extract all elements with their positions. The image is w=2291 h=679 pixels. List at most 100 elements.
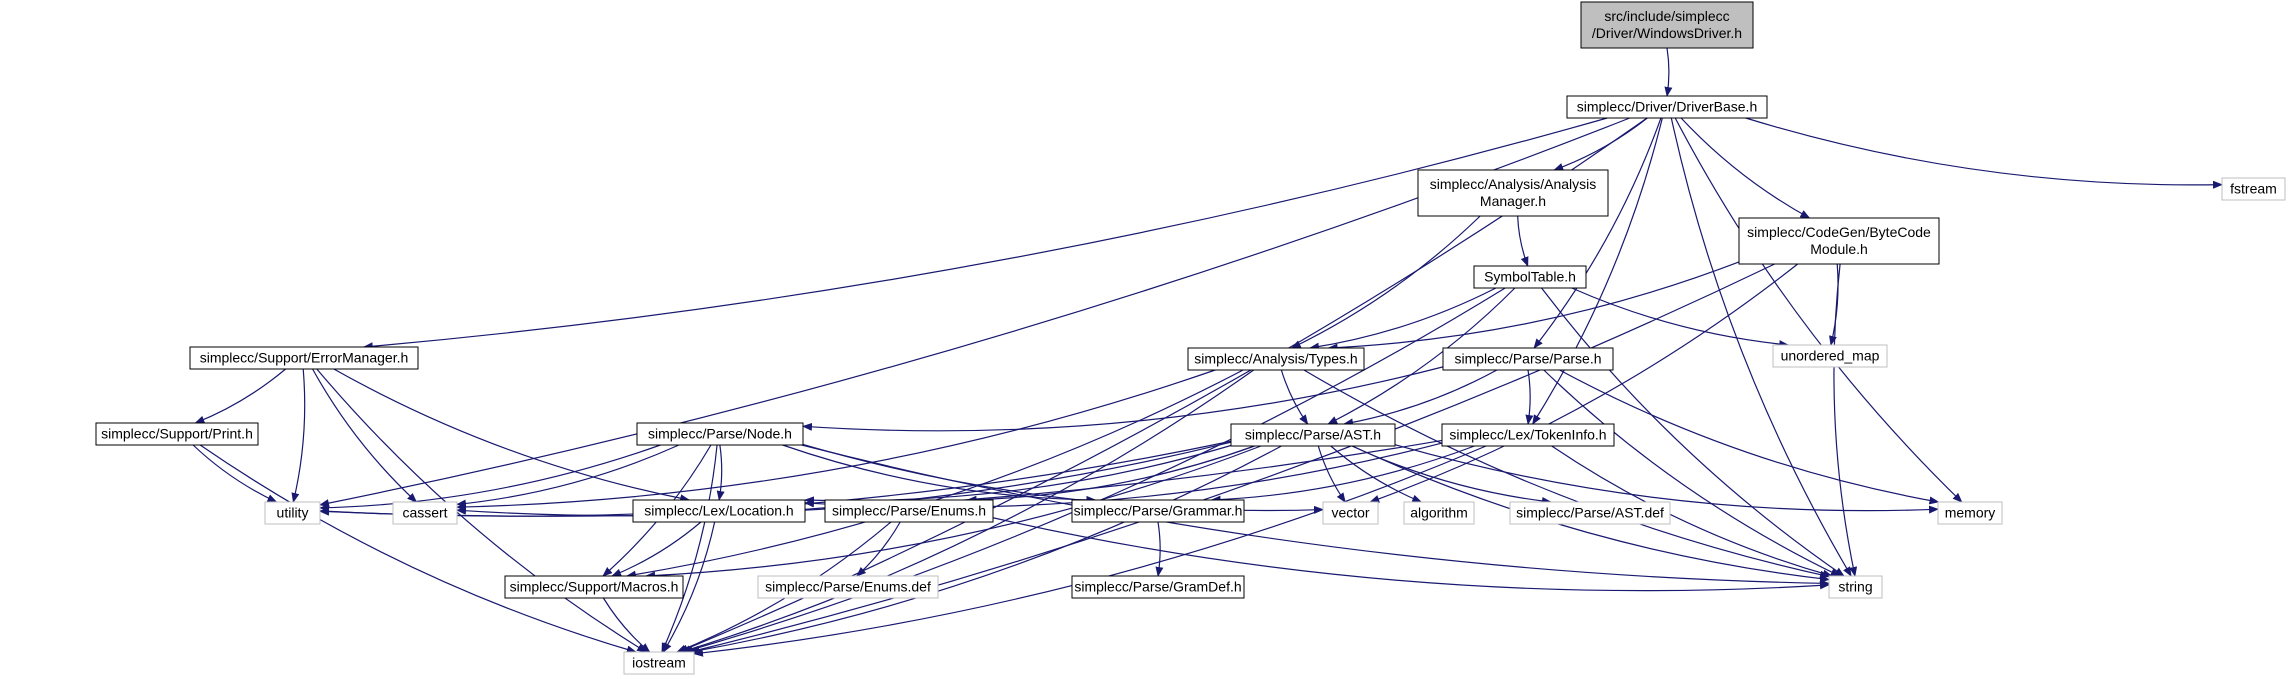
node-print[interactable]: simplecc/Support/Print.h [95, 422, 259, 446]
node-fstream: fstream [2221, 177, 2286, 201]
edge-errormgr-to-iostream [316, 368, 648, 653]
edge-parse-to-memory [1559, 369, 1940, 505]
node-label-driverbase-0: simplecc/Driver/DriverBase.h [1577, 99, 1757, 115]
edge-driverbase-to-fstream [1745, 117, 2223, 189]
node-string: string [1828, 575, 1883, 599]
node-box-algorithm [1403, 501, 1475, 525]
node-root[interactable]: src/include/simplecc/Driver/WindowsDrive… [1580, 1, 1754, 49]
edge-ast-to-macros [645, 445, 1262, 580]
node-label-location-0: simplecc/Lex/Location.h [644, 503, 793, 519]
node-vector: vector [1322, 501, 1379, 525]
edge-types-to-string [1303, 369, 1830, 579]
edge-node-to-iostream [661, 444, 718, 653]
edge-print-to-utility [192, 444, 278, 503]
edge-tokeninfo-to-iostream [693, 445, 1487, 657]
node-box-iostream [623, 651, 695, 675]
edge-driverbase-to-analysismgr [1553, 117, 1648, 171]
edge-node-to-cassert [456, 444, 680, 508]
edge-driverbase-to-parse [1533, 117, 1662, 349]
edge-symboltable-to-unordered_map [1571, 287, 1790, 349]
node-label-iostream-0: iostream [632, 655, 686, 671]
node-box-symboltable [1473, 265, 1587, 289]
node-box-bytecode [1738, 217, 1940, 265]
edge-ast-to-iostream [689, 445, 1282, 655]
node-location[interactable]: simplecc/Lex/Location.h [632, 499, 806, 523]
node-box-root [1580, 1, 1754, 49]
node-unordered_map: unordered_map [1772, 344, 1888, 368]
edge-driverbase-to-bytecode [1680, 117, 1811, 219]
node-symboltable[interactable]: SymbolTable.h [1473, 265, 1587, 289]
edge-enums-to-string [992, 517, 1830, 592]
node-label-astdef-0: simplecc/Parse/AST.def [1516, 505, 1664, 521]
node-node[interactable]: simplecc/Parse/Node.h [636, 422, 804, 446]
node-box-enumsdef [757, 575, 939, 599]
node-box-parse [1442, 347, 1614, 371]
node-label-utility-0: utility [277, 505, 309, 521]
node-label-ast-0: simplecc/Parse/AST.h [1245, 427, 1381, 443]
node-tokeninfo[interactable]: simplecc/Lex/TokenInfo.h [1441, 423, 1615, 447]
edge-symboltable-to-types [1309, 287, 1497, 351]
node-box-tokeninfo [1441, 423, 1615, 447]
edge-print-to-iostream [199, 444, 637, 654]
node-utility: utility [264, 501, 321, 525]
node-label-errormgr-0: simplecc/Support/ErrorManager.h [200, 350, 409, 366]
edge-types-to-macros [625, 369, 1244, 579]
node-types[interactable]: simplecc/Analysis/Types.h [1187, 347, 1365, 371]
node-driverbase[interactable]: simplecc/Driver/DriverBase.h [1566, 95, 1768, 119]
node-gramdef[interactable]: simplecc/Parse/GramDef.h [1071, 575, 1245, 599]
node-label-vector-0: vector [1331, 505, 1369, 521]
node-box-grammar [1071, 499, 1245, 523]
edge-ast-to-enums [966, 445, 1255, 504]
node-box-cassert [392, 501, 458, 525]
node-label-bytecode-1: Module.h [1810, 241, 1868, 257]
edge-root-to-driverbase [1664, 47, 1673, 97]
node-layer: src/include/simplecc/Driver/WindowsDrive… [95, 1, 2286, 675]
node-label-enumsdef-0: simplecc/Parse/Enums.def [765, 579, 931, 595]
node-box-fstream [2221, 177, 2286, 201]
edge-node-to-location [716, 444, 725, 501]
edge-parse-to-tokeninfo [1525, 369, 1534, 425]
node-label-fstream-0: fstream [2230, 181, 2277, 197]
node-box-macros [504, 575, 684, 599]
node-enumsdef: simplecc/Parse/Enums.def [757, 575, 939, 599]
node-label-gramdef-0: simplecc/Parse/GramDef.h [1074, 579, 1241, 595]
node-box-enums [824, 499, 994, 523]
node-box-utility [264, 501, 321, 525]
node-grammar[interactable]: simplecc/Parse/Grammar.h [1071, 499, 1245, 523]
edge-ast-to-vector [1317, 445, 1346, 503]
edge-errormgr-to-utility [291, 368, 306, 503]
edge-bytecode-to-types [1327, 261, 1740, 352]
node-label-print-0: simplecc/Support/Print.h [101, 426, 253, 442]
node-errormgr[interactable]: simplecc/Support/ErrorManager.h [189, 346, 419, 370]
edge-types-to-cassert [456, 369, 1216, 511]
node-box-astdef [1509, 501, 1671, 525]
node-label-root-1: /Driver/WindowsDriver.h [1592, 25, 1742, 41]
node-label-root-0: src/include/simplecc [1604, 8, 1729, 24]
node-astdef: simplecc/Parse/AST.def [1509, 501, 1671, 525]
node-label-enums-0: simplecc/Parse/Enums.h [832, 503, 986, 519]
node-label-algorithm-0: algorithm [1410, 505, 1468, 521]
node-box-string [1828, 575, 1883, 599]
edge-analysismgr-to-types [1290, 215, 1481, 349]
node-macros[interactable]: simplecc/Support/Macros.h [504, 575, 684, 599]
node-enums[interactable]: simplecc/Parse/Enums.h [824, 499, 994, 523]
edge-types-to-iostream [680, 369, 1255, 654]
edge-parse-to-string [1543, 369, 1841, 577]
node-ast[interactable]: simplecc/Parse/AST.h [1230, 423, 1396, 447]
edge-errormgr-to-cassert [312, 368, 418, 503]
edge-macros-to-iostream [602, 597, 651, 653]
node-parse[interactable]: simplecc/Parse/Parse.h [1442, 347, 1614, 371]
node-label-unordered_map-0: unordered_map [1781, 348, 1880, 364]
node-box-types [1187, 347, 1365, 371]
edge-bytecode-to-unordered_map [1829, 263, 1839, 346]
edge-types-to-ast [1280, 369, 1309, 425]
node-box-ast [1230, 423, 1396, 447]
edge-tokeninfo-to-grammar [1210, 445, 1475, 504]
node-box-print [95, 422, 259, 446]
edge-bytecode-to-iostream [688, 263, 1775, 654]
edge-ast-to-algorithm [1330, 445, 1423, 503]
node-iostream: iostream [623, 651, 695, 675]
